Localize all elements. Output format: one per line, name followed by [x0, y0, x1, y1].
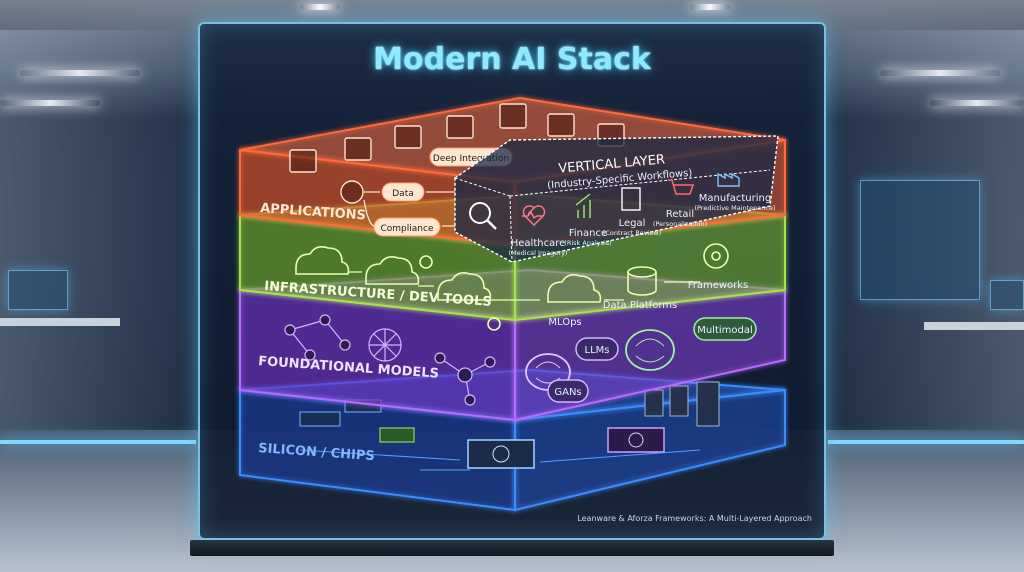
flow-arrow — [348, 271, 700, 301]
tag-deep-integration-label: Deep Integration — [433, 154, 509, 164]
tag-data: Data — [381, 182, 425, 202]
server-icon — [696, 381, 720, 427]
cloud-upload-icon — [295, 246, 350, 275]
vertical-item-legal-detail: (Contract Review) — [603, 229, 661, 237]
factory-icon — [717, 172, 740, 187]
caption: Leanware & Aforza Frameworks: A Multi-La… — [577, 514, 812, 523]
model-multimodal: Multimodal — [697, 325, 753, 336]
dashboard-icon — [289, 149, 317, 173]
mlops-cloud-icon — [547, 274, 602, 303]
panel-stand — [190, 540, 834, 556]
monitor — [8, 270, 68, 310]
vertical-item-retail-detail: (Personalization) — [653, 220, 707, 228]
gear-icon — [340, 180, 364, 204]
vertical-item-retail: Retail — [666, 209, 694, 220]
layer-label-applications: APPLICATIONS — [260, 201, 367, 223]
desk — [924, 322, 1024, 330]
model-llms: LLMs — [585, 345, 610, 356]
tag-compliance-label: Compliance — [381, 224, 434, 234]
pill-multimodal: Multimodal — [693, 317, 757, 341]
neural-network-icon — [368, 328, 402, 362]
vertical-item-finance: Finance — [569, 228, 607, 239]
flow-arrow — [363, 191, 456, 227]
user-profile-icon — [499, 103, 527, 129]
settings-window-icon — [394, 125, 422, 149]
model-gans: GANs — [554, 387, 581, 398]
wall-display — [860, 180, 980, 300]
gear-icon — [487, 317, 501, 331]
gear-icon — [703, 243, 729, 269]
left-glass-wall — [0, 30, 200, 450]
document-icon — [621, 187, 641, 211]
server-icon — [669, 385, 689, 417]
tool-data-platforms: Data Platforms — [603, 300, 677, 311]
gear-icon — [419, 255, 433, 269]
gear-icon — [711, 251, 721, 261]
tag-data-label: Data — [392, 189, 414, 199]
vertical-item-healthcare: Healthcare — [511, 238, 566, 249]
ceiling-light — [0, 100, 100, 106]
floor-light-strip — [828, 440, 1024, 444]
browser-window-icon — [344, 137, 372, 161]
vertical-item-legal: Legal — [619, 218, 646, 229]
neural-network-icon — [284, 314, 351, 361]
gears-window-icon — [547, 113, 575, 137]
processor-chip-icon — [467, 439, 535, 469]
vertical-item-manufacturing: Manufacturing — [699, 193, 771, 204]
circuit-trace — [299, 449, 701, 471]
vertical-item-finance-detail: (Risk Analysis) — [564, 239, 611, 247]
pill-gans: GANs — [547, 379, 589, 403]
ceiling-light — [300, 4, 340, 10]
vertical-item-manufacturing-detail: (Predictive Maintenance) — [694, 204, 775, 212]
chip-icon — [379, 427, 415, 443]
ceiling-light — [20, 70, 140, 76]
vertical-layer-box: VERTICAL LAYER (Industry-Specific Workfl… — [454, 135, 779, 263]
brain-icon — [625, 329, 675, 371]
globe-icon — [446, 115, 474, 139]
cloud-sync-icon — [365, 256, 420, 285]
right-glass-wall — [824, 30, 1024, 450]
tag-compliance: Compliance — [373, 217, 441, 237]
cloud-gear-icon — [437, 272, 492, 301]
brain-chip-icon — [492, 445, 510, 463]
ceiling-light — [930, 100, 1024, 106]
cart-icon — [668, 179, 695, 195]
desk — [0, 318, 120, 326]
floor-light-strip — [0, 440, 196, 444]
neural-network-icon — [434, 352, 496, 406]
tool-frameworks: Frameworks — [688, 280, 749, 291]
search-icon — [469, 202, 497, 230]
tool-mlops: MLOps — [548, 317, 581, 328]
heart-pulse-icon — [522, 205, 546, 226]
processor-chip-icon — [607, 427, 665, 453]
database-icon — [627, 272, 657, 296]
server-icon — [644, 389, 664, 417]
vertical-item-healthcare-detail: (Medical Imagery) — [509, 249, 568, 257]
pill-llms: LLMs — [575, 337, 619, 361]
bar-chart-icon — [575, 193, 591, 218]
chip-icon — [299, 411, 341, 427]
ceiling-light — [880, 70, 1000, 76]
ceiling-light — [690, 4, 730, 10]
brain-chip-icon — [628, 432, 644, 448]
page-title: Modern AI Stack — [373, 42, 651, 77]
